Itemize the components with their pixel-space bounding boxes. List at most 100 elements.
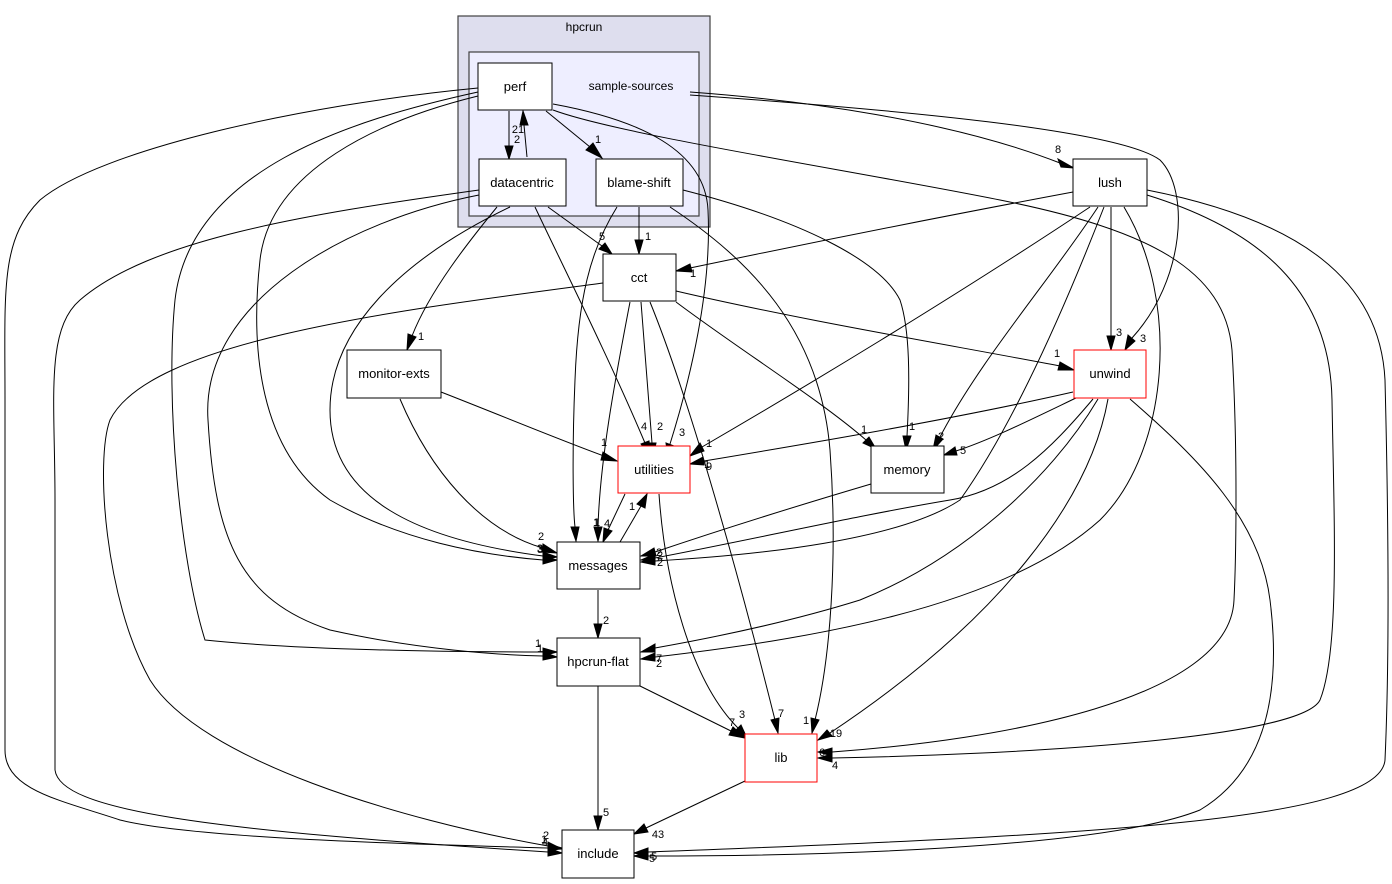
node-lush-label: lush <box>1098 175 1122 190</box>
edge-perf-blame_shift-arrow <box>585 142 604 160</box>
node-include[interactable]: include <box>561 829 635 879</box>
edge-lib-include <box>645 780 746 829</box>
edge-label-cct-memory: 1 <box>706 438 712 450</box>
edge-label-perf-utilities: 3 <box>679 427 685 439</box>
node-lush[interactable]: lush <box>1072 158 1148 207</box>
edge-unwind-hpcrun_flat-arrow <box>639 643 656 653</box>
edge-blame_shift-memory-arrow <box>902 435 912 452</box>
edge-perf-hpcrun_flat <box>171 91 544 653</box>
edge-datacentric-utilities <box>534 206 646 444</box>
edge-label-datacentric-messages: 2 <box>538 531 544 543</box>
edge-messages-utilities-arrow <box>636 492 648 509</box>
edge-unwind-include-arrow <box>632 851 649 861</box>
edge-label-unwind-hpcrun_flat: 7 <box>656 653 662 665</box>
node-lib[interactable]: lib <box>744 733 818 783</box>
edge-label-hpcrun_flat-lib: 7 <box>729 717 735 729</box>
edge-label-lush-cct: 1 <box>690 268 696 280</box>
edge-label-datacentric-cct: 5 <box>599 231 605 243</box>
node-utilities[interactable]: utilities <box>617 445 691 494</box>
node-datacentric-label: datacentric <box>490 175 554 190</box>
cluster-sample-sources-label: sample-sources <box>589 79 674 93</box>
edge-blame_shift-memory <box>682 189 910 437</box>
edge-unwind-lib-arrow <box>816 729 833 741</box>
edge-label-lush-unwind: 3 <box>1116 327 1122 339</box>
edge-datacentric-messages <box>329 206 544 557</box>
edge-cct-memory <box>675 301 867 441</box>
edge-lush-memory <box>939 206 1099 438</box>
node-hpcrun-flat[interactable]: hpcrun-flat <box>556 637 641 687</box>
edge-label-lush-lib: 4 <box>832 760 838 772</box>
edge-unwind-memory <box>955 396 1079 452</box>
edge-monitor_exts-utilities <box>440 391 605 457</box>
edge-cct-unwind-arrow <box>1057 361 1076 371</box>
edge-label-unwind-memory: 5 <box>960 445 966 457</box>
edge-sample_sources-unwind <box>689 94 1179 339</box>
edge-label-lib-include: 43 <box>652 829 664 841</box>
node-perf[interactable]: perf <box>477 62 553 111</box>
edge-cct-unwind <box>675 290 1061 367</box>
edge-label-lush-include: 5 <box>651 851 657 863</box>
node-unwind[interactable]: unwind <box>1073 349 1147 399</box>
edge-datacentric-include <box>53 189 549 853</box>
edge-perf-datacentric-arrow <box>504 145 514 161</box>
edge-label-cct-lib-9: 9 <box>706 461 712 473</box>
edge-utilities-messages <box>607 493 626 531</box>
edge-label-cct-unwind: 1 <box>1054 348 1060 360</box>
edge-label-perf-datacentric: 2 <box>514 134 520 146</box>
edge-lush-utilities-arrow <box>688 442 705 458</box>
edge-utilities-messages-arrow <box>602 527 613 544</box>
edge-monitor_exts-utilities-arrow <box>600 451 619 462</box>
edge-sample_sources-unwind-arrow <box>1124 334 1136 352</box>
edge-lush-lib <box>831 194 1335 759</box>
edge-label-unwind-utilities: 1 <box>704 459 710 471</box>
edge-lush-messages <box>654 206 1105 562</box>
edge-messages-hpcrun_flat-arrow <box>593 623 603 640</box>
edge-monitor_exts-messages <box>399 398 544 549</box>
edge-blame_shift-cct-arrow <box>634 239 644 256</box>
node-monitor-exts[interactable]: monitor-exts <box>346 349 442 399</box>
edge-datacentric-hpcrun_flat-arrow <box>542 651 559 661</box>
node-memory[interactable]: memory <box>870 445 945 494</box>
node-unwind-label: unwind <box>1089 366 1130 381</box>
edge-perf-include <box>4 87 549 849</box>
edge-cct-include <box>103 282 604 847</box>
edge-label-lush-hpcrun_flat: 2 <box>656 658 662 670</box>
node-cct[interactable]: cct <box>602 253 677 302</box>
edge-label-sample_sources-lush: 8 <box>1055 144 1061 156</box>
edge-label-perf-hpcrun_flat: 1 <box>537 643 543 655</box>
edge-label-memory-messages: 2 <box>657 550 663 562</box>
edge-datacentric-monitor_exts-arrow <box>406 333 417 352</box>
node-datacentric[interactable]: datacentric <box>478 158 567 207</box>
edge-blame_shift-lib <box>669 206 834 721</box>
edge-label-unwind-lib: 19 <box>830 728 842 740</box>
edge-datacentric-messages-arrow <box>542 551 559 561</box>
edge-label-utilities-messages: 4 <box>604 518 610 530</box>
node-monitor-exts-label: monitor-exts <box>358 366 430 381</box>
edge-label-monitor_exts-messages: 3 <box>537 543 543 555</box>
node-cct-label: cct <box>631 270 648 285</box>
edge-label-perf-blame_shift: 1 <box>595 134 601 146</box>
edge-unwind-lib <box>829 398 1109 734</box>
edge-label-cct-utilities: 2 <box>657 421 663 433</box>
edge-hpcrun_flat-include-arrow <box>593 815 603 832</box>
edge-label-perf-messages: 3 <box>537 544 543 556</box>
edge-label-utilities-lib: 3 <box>739 709 745 721</box>
edge-datacentric-perf <box>523 124 528 158</box>
node-messages[interactable]: messages <box>556 541 641 590</box>
edge-unwind-utilities-arrow <box>688 456 705 466</box>
edge-utilities-lib <box>658 493 739 729</box>
edge-perf-messages <box>256 95 544 561</box>
edge-perf-lib <box>552 109 1237 753</box>
edge-lush-include <box>647 189 1389 853</box>
edge-messages-utilities <box>619 505 642 543</box>
cluster-hpcrun-label: hpcrun <box>566 20 603 34</box>
nodes: perf datacentric blame-shift lush cct mo… <box>346 62 1148 879</box>
edge-label-unwind-messages: 2 <box>657 557 663 569</box>
edge-blame_shift-messages <box>572 206 618 528</box>
edge-cct-lib-arrow <box>770 717 780 735</box>
node-blame-shift-label: blame-shift <box>607 175 671 190</box>
edge-label-monitor_exts-utilities: 1 <box>601 437 607 449</box>
node-blame-shift[interactable]: blame-shift <box>595 158 684 207</box>
edge-cct-messages-arrow <box>593 526 603 543</box>
